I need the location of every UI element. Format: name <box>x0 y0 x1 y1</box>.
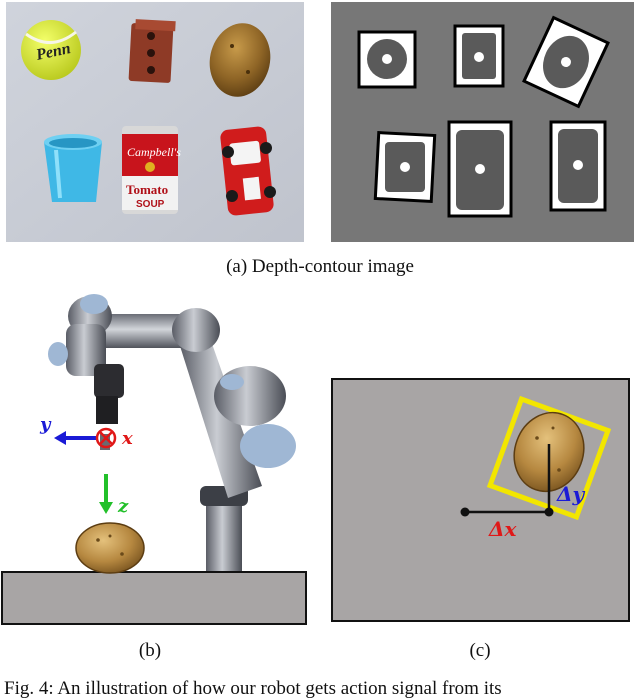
can-label-2: SOUP <box>136 199 165 210</box>
tennis-ball: Penn <box>21 20 81 80</box>
contour-box <box>551 122 605 210</box>
can-label-1: Tomato <box>126 182 168 197</box>
cup <box>44 134 102 202</box>
axis-z-label: z <box>118 496 128 517</box>
axis-y-arrow <box>54 431 96 445</box>
panel-c-caption: (c) <box>450 640 510 662</box>
contour-box <box>359 32 415 87</box>
table <box>2 572 306 624</box>
panel-b-caption: (b) <box>120 640 180 662</box>
contour-box <box>375 133 434 202</box>
brick <box>129 19 176 83</box>
soup-can: Campbell's Tomato SOUP <box>122 126 181 214</box>
corner-point <box>545 508 554 517</box>
robot-arm-illustration <box>0 286 312 631</box>
axis-x-label: x <box>122 428 133 449</box>
panel-a-caption: (a) Depth-contour image <box>0 256 640 278</box>
object-photo: Penn Campbell's Tomato SOUP <box>6 2 304 242</box>
figure-caption: Fig. 4: An illustration of how our robot… <box>4 678 502 700</box>
offset-diagram <box>331 378 630 622</box>
dy-label: Δy <box>557 482 584 506</box>
robot-base <box>200 486 248 576</box>
can-brand: Campbell's <box>127 145 181 159</box>
contour-box <box>449 122 511 216</box>
robot-lower-arm <box>180 338 296 498</box>
potato <box>76 523 144 573</box>
axis-z-arrow <box>99 474 113 514</box>
robot-point <box>461 508 470 517</box>
axis-y-label: y <box>40 414 50 435</box>
dx-label: Δx <box>489 517 516 541</box>
depth-contour-image <box>331 2 634 242</box>
contour-box <box>455 26 503 86</box>
